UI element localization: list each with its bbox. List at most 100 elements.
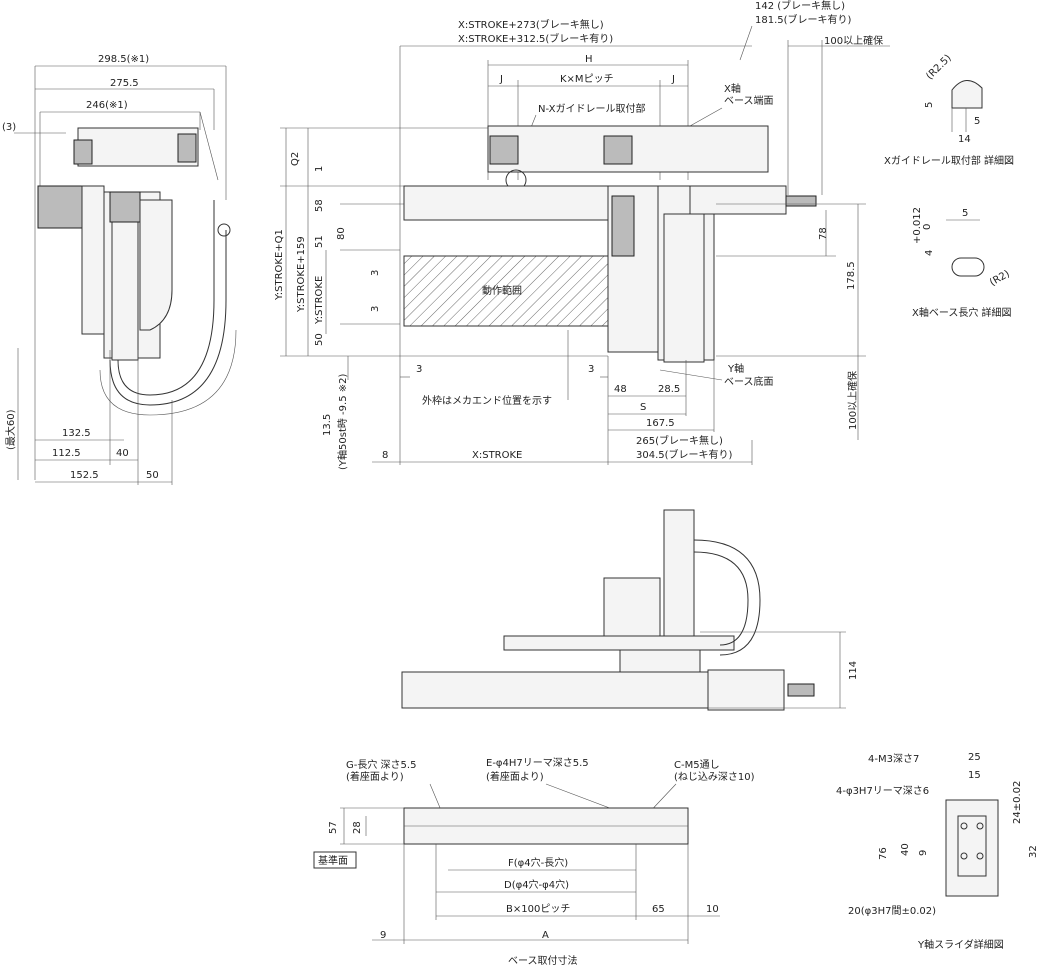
dim-275-5: 275.5 — [110, 78, 139, 89]
dim-167-5: 167.5 — [646, 418, 675, 429]
vertical-carriage — [81, 185, 105, 335]
dim-5-a: 5 — [924, 102, 935, 108]
dim-78: 78 — [818, 227, 829, 240]
dim-265: 265(ブレーキ無し) — [636, 434, 723, 447]
y-axis-column — [111, 219, 139, 361]
dim-xstroke: X:STROKE — [472, 450, 522, 461]
dim-f: F(φ4穴-長穴) — [508, 856, 568, 869]
front-connector — [787, 683, 815, 697]
x-base-end-label: ベース端面 — [724, 94, 774, 107]
x-rail-block-r — [603, 135, 633, 165]
dim-s: S — [640, 402, 646, 413]
dim-h: H — [585, 54, 593, 65]
dim-40: 40 — [116, 448, 129, 459]
nx-rail-label: N-Xガイドレール取付部 — [538, 102, 645, 115]
side-view: 298.5(※1) 275.5 246(※1) (3) (最大60) 132.5 — [2, 54, 237, 485]
front-motor — [707, 669, 785, 711]
top-view: X:STROKE+273(ブレーキ無し) X:STROKE+312.5(ブレーキ… — [274, 0, 890, 470]
dim-58: 58 — [314, 199, 325, 212]
dim-kxm: K×Mピッチ — [560, 73, 614, 85]
front-view: 114 — [401, 509, 859, 711]
front-cable-loop — [693, 539, 761, 656]
outer-frame-note: 外枠はメカエンド位置を示す — [422, 394, 552, 407]
tol-zero: 0 — [922, 224, 933, 230]
dim-65: 65 — [652, 904, 665, 915]
column-top — [109, 191, 141, 223]
x-slot-detail: +0.012 0 4 5 (R2) X軸ベース長穴 詳細図 — [912, 207, 1012, 319]
dim-24: 24±0.02 — [1012, 781, 1023, 824]
x-rail-block-l — [489, 135, 519, 165]
dim-q2: Q2 — [290, 152, 301, 166]
dim-9-b: 9 — [918, 850, 929, 856]
dim-5-c: 5 — [962, 208, 968, 219]
e-hole-label: E-φ4H7リーマ深さ5.5 — [486, 757, 589, 769]
front-arm — [503, 635, 735, 651]
dim-20: 20(φ3H7間±0.02) — [848, 905, 936, 917]
dim-50: 50 — [146, 470, 159, 481]
r2-5-label: (R2.5) — [924, 53, 954, 83]
rail-block-left — [73, 139, 93, 165]
dim-4: 4 — [924, 250, 935, 256]
y-base-bottom-label: ベース底面 — [724, 375, 774, 388]
g-hole-label-2: (着座面より) — [346, 770, 404, 783]
dim-5-b: 5 — [974, 116, 980, 127]
motor-block — [37, 185, 85, 229]
base-mount-title: ベース取付寸法 — [508, 954, 578, 967]
dim-ys: Y:STROKE — [314, 276, 325, 325]
dim-15: 15 — [968, 770, 981, 781]
dim-100-a: 100以上確保 — [824, 34, 883, 47]
c-m5-label: C-M5通し — [674, 759, 720, 771]
dim-51: 51 — [314, 235, 325, 248]
dim-112-5: 112.5 — [52, 448, 81, 459]
rail-profile — [951, 80, 983, 109]
dim-28-5: 28.5 — [658, 384, 680, 395]
dim-10: 10 — [706, 904, 719, 915]
dim-j-right: J — [671, 74, 675, 85]
front-slider — [603, 577, 661, 647]
motion-range-area — [403, 255, 609, 327]
dim-25: 25 — [968, 752, 981, 763]
dim-132-5: 132.5 — [62, 428, 91, 439]
dim-13-5: 13.5 — [322, 414, 333, 436]
dim-28: 28 — [352, 821, 363, 834]
dim-ys-q1: Y:STROKE+Q1 — [274, 229, 285, 301]
dim-181: 181.5(ブレーキ有り) — [755, 13, 852, 26]
dim-48: 48 — [614, 384, 627, 395]
x-rail-detail-title: Xガイドレール取付部 詳細図 — [884, 154, 1014, 167]
dim-40-b: 40 — [900, 843, 911, 856]
dim-d: D(φ4穴-φ4穴) — [504, 878, 569, 891]
dim-max60: (最大60) — [4, 409, 17, 450]
tol-plus: +0.012 — [912, 207, 923, 244]
dim-57: 57 — [328, 821, 339, 834]
dim-3-c: 3 — [416, 364, 422, 375]
dim-80: 80 — [336, 227, 347, 240]
dim-152-5: 152.5 — [70, 470, 99, 481]
x-axis-label: X軸 — [724, 82, 741, 95]
dim-b100: B×100ピッチ — [506, 903, 570, 915]
dim-1: 1 — [314, 166, 325, 172]
c-m5-label-2: (ねじ込み深さ10) — [674, 771, 755, 783]
dim-114: 114 — [848, 661, 859, 680]
x-slot-detail-title: X軸ベース長穴 詳細図 — [912, 306, 1012, 319]
x-rail-detail: (R2.5) 5 5 14 Xガイドレール取付部 詳細図 — [884, 53, 1014, 167]
r2-label: (R2) — [988, 268, 1012, 288]
ref-face-box — [313, 851, 357, 869]
dim-50-b: 50 — [314, 333, 325, 346]
dim-14: 14 — [958, 134, 971, 145]
carriage-motor — [611, 195, 635, 257]
dim-3-b: 3 — [370, 306, 381, 312]
dim-j-left: J — [499, 74, 503, 85]
cable-carrier-housing — [139, 199, 173, 331]
dim-xs-312: X:STROKE+312.5(ブレーキ有り) — [458, 32, 613, 45]
dim-9: 9 — [380, 930, 386, 941]
dim-32: 32 — [1028, 845, 1039, 858]
slider-detail-title: Y軸スライダ詳細図 — [917, 938, 1004, 951]
rail-block-right — [177, 133, 197, 163]
dim-a: A — [542, 930, 549, 941]
x-motor-connector — [785, 195, 817, 207]
y-axis-label: Y軸 — [727, 362, 744, 375]
x-axis-column — [663, 213, 705, 363]
m3-label: 4-M3深さ7 — [868, 753, 919, 765]
dim-246: 246(※1) — [86, 100, 128, 111]
